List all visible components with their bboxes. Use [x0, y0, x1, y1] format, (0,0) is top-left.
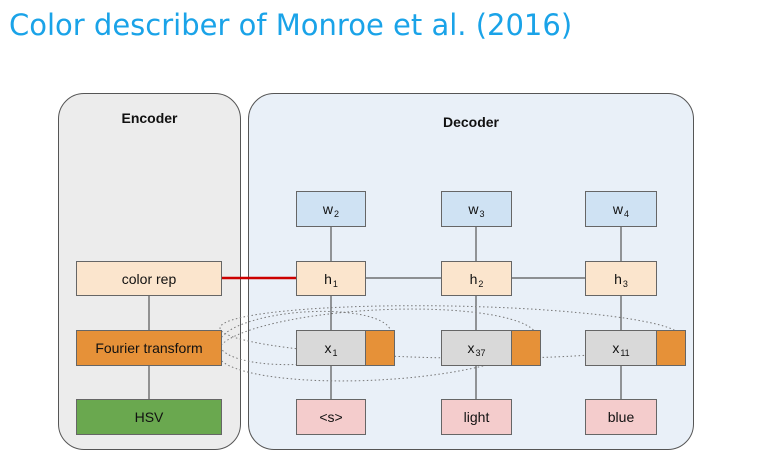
color-feature-tab: [365, 330, 395, 366]
token-box-blue: blue: [585, 399, 657, 435]
token-box-start: <s>: [296, 399, 366, 435]
token-box-light: light: [441, 399, 512, 435]
output-subscript: 3: [479, 209, 485, 219]
encoder-label: Encoder: [121, 110, 178, 126]
hidden-symbol: h: [614, 270, 622, 287]
token-label: <s>: [319, 409, 343, 425]
hsv-box: HSV: [76, 399, 222, 435]
hidden-subscript: 1: [332, 278, 338, 289]
token-label: blue: [607, 409, 635, 425]
output-symbol: w: [322, 201, 334, 217]
fourier-transform-label: Fourier transform: [95, 340, 203, 356]
input-subscript: 1: [332, 348, 338, 358]
output-subscript: 4: [624, 209, 630, 219]
input-symbol: x: [467, 340, 475, 356]
hidden-symbol: h: [469, 270, 478, 287]
input-subscript: 11: [620, 348, 630, 358]
hidden-subscript: 2: [478, 278, 484, 289]
input-subscript: 37: [475, 348, 486, 358]
output-subscript: 2: [334, 209, 340, 219]
page-title: Color describer of Monroe et al. (2016): [9, 8, 573, 42]
hidden-subscript: 3: [622, 278, 628, 289]
fourier-transform-box: Fourier transform: [76, 330, 222, 366]
output-symbol: w: [468, 201, 479, 217]
color-rep-label: color rep: [121, 270, 177, 287]
input-symbol: x: [324, 340, 332, 356]
token-label: light: [463, 409, 490, 425]
decoder-label: Decoder: [442, 114, 500, 130]
hsv-label: HSV: [134, 409, 164, 425]
output-symbol: w: [612, 201, 624, 217]
color-feature-tab: [656, 330, 686, 366]
color-rep-box: color rep: [76, 261, 222, 296]
color-feature-tab: [511, 330, 541, 366]
input-symbol: x: [612, 340, 620, 356]
hidden-symbol: h: [324, 270, 332, 287]
